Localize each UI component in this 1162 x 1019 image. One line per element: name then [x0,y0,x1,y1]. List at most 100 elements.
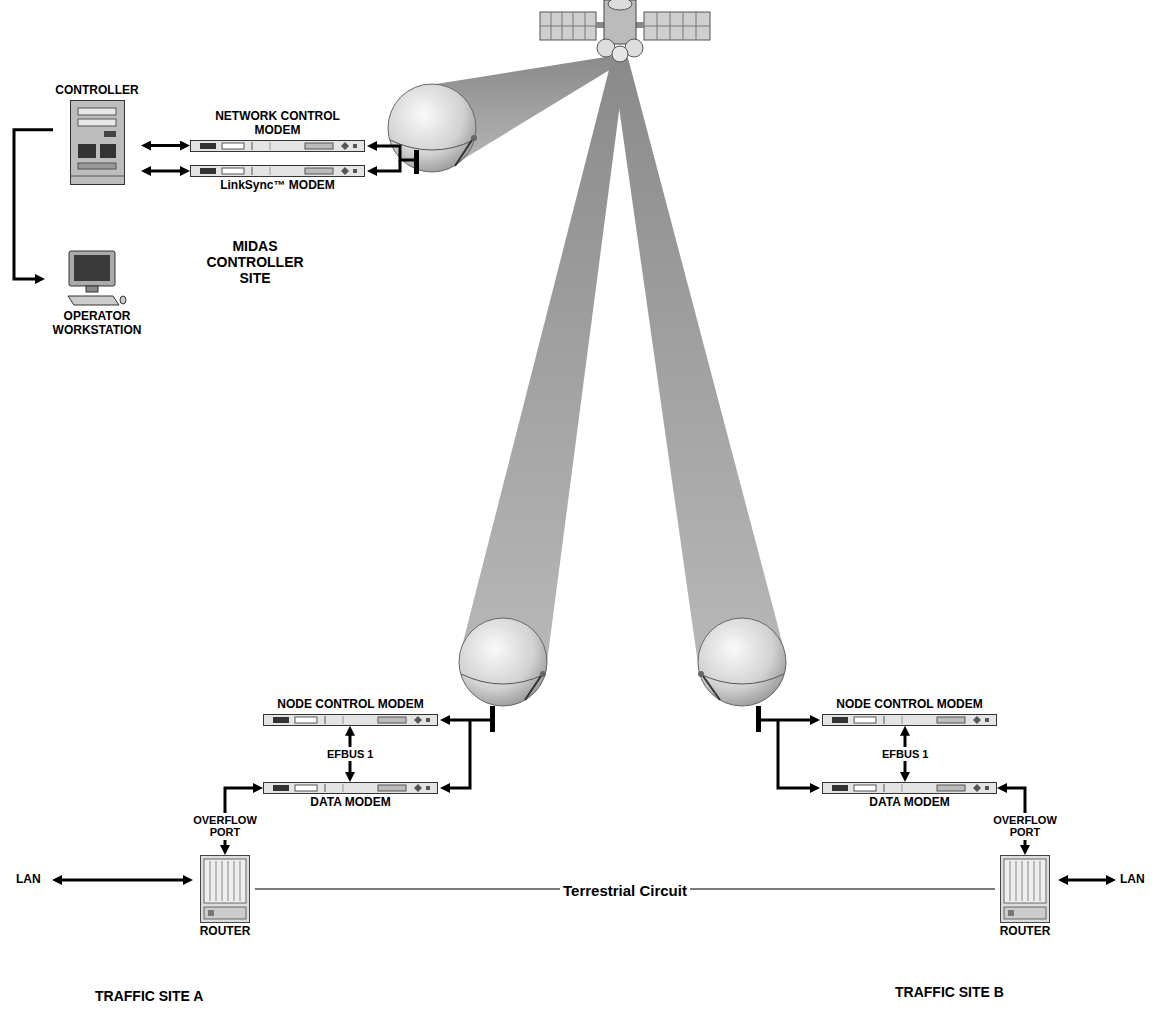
router-chassis-part [228,861,229,901]
rack-unit-part [823,783,997,794]
lan-label: LAN [1120,873,1145,887]
dish-antenna-part [756,706,761,732]
satellite-part [608,0,632,10]
router-chassis-part [1040,861,1041,901]
site-title: TRAFFIC SITE B [895,984,1004,1000]
router-chassis-part [216,861,217,901]
computer-tower-part [78,144,96,158]
lan-arrow-part [1066,879,1108,882]
lan-arrow-part [60,879,185,882]
site-title: MIDAS CONTROLLER SITE [200,238,310,286]
rf-cable [375,146,812,788]
computer-tower-part [70,100,124,184]
router-chassis-part [204,907,246,919]
node-label: NETWORK CONTROL MODEM [213,110,343,138]
workstation-figure [67,250,127,308]
router-chassis [200,855,250,923]
node-label: NODE CONTROL MODEM [277,698,423,712]
rack-unit-part [325,784,326,792]
dish-antenna [698,618,786,732]
router: ROUTER [995,855,1055,941]
beam-part [612,58,785,671]
rack-unit-part [414,784,422,792]
dish-antenna-part [455,140,472,166]
dish-antenna-part [459,618,547,706]
rack-unit-part [273,717,289,723]
rack-unit-part [295,717,317,723]
dish-antenna-part [540,671,546,677]
rack-unit-part [200,168,216,174]
workstation-figure-part [68,296,119,305]
router-chassis-part [204,859,246,903]
node-label: ROUTER [1000,925,1051,939]
rack-unit-part [426,718,430,722]
beam [417,56,785,671]
rf-cable-part [778,720,812,788]
computer-tower-part [78,163,116,169]
edge-label: OVERFLOW PORT [982,813,1068,840]
rack-unit [263,782,438,794]
dish-antenna-part [698,618,786,706]
workstation: OPERATOR WORKSTATION [45,250,149,340]
rack-unit-part [341,142,349,150]
rack-unit-part [378,785,406,791]
rack-unit [822,782,997,794]
computer-tower-part [70,175,125,176]
edge-label: OVERFLOW PORT [182,813,268,840]
rack-unit-part [985,786,989,790]
node-label: LinkSync™ MODEM [220,179,335,193]
modem-unit: DATA MODEM [263,782,438,812]
rf-cable-part [375,146,419,160]
computer-tower-part [104,131,116,137]
dish-antenna-part [698,671,704,677]
dish-antenna-part [390,140,474,150]
beam-part [460,58,626,670]
rack-unit-part [902,784,903,792]
modem-unit: NODE CONTROL MODEM [263,696,438,726]
dish-antenna-part [414,150,419,174]
rack-unit-part [353,144,357,148]
dish-antenna-part [703,676,720,700]
rack-unit-part [341,167,349,175]
rack-unit-part [305,143,333,149]
rack-unit-part [414,716,422,724]
rack-unit-part [985,718,989,722]
node-label: DATA MODEM [869,796,949,810]
rack-unit-part [832,717,848,723]
computer-tower-part [78,108,116,115]
rack-unit-part [343,784,344,792]
rack-unit-part [854,785,876,791]
rack-unit [263,714,438,726]
satellite-part [644,12,710,40]
rack-unit-part [252,167,253,175]
controller-tower: CONTROLLER [53,82,141,185]
rf-cable-part [375,160,400,171]
computer-tower-part [100,144,116,158]
router-chassis-part [1001,856,1050,923]
router-chassis-part [1004,859,1046,903]
router-chassis-part [240,861,241,901]
rack-unit [822,714,997,726]
router-chassis-part [1016,861,1017,901]
router-chassis-part [1010,861,1011,901]
router-chassis-part [1028,861,1029,901]
workstation-figure-part [120,296,126,304]
rack-unit-part [902,716,903,724]
node-label: OPERATOR WORKSTATION [45,310,149,338]
node-label: NODE CONTROL MODEM [836,698,982,712]
rack-unit [190,165,365,177]
rack-unit-part [222,143,244,149]
router: ROUTER [195,855,255,941]
router-chassis [1000,855,1050,923]
router-chassis-part [1034,861,1035,901]
router-chassis-part [210,861,211,901]
connector [14,130,53,279]
rack-unit-part [191,140,365,151]
router-chassis-part [201,856,250,923]
rack-unit-part [937,785,965,791]
rack-unit-part [305,168,333,174]
router-chassis-part [222,861,223,901]
rack-unit-part [325,716,326,724]
